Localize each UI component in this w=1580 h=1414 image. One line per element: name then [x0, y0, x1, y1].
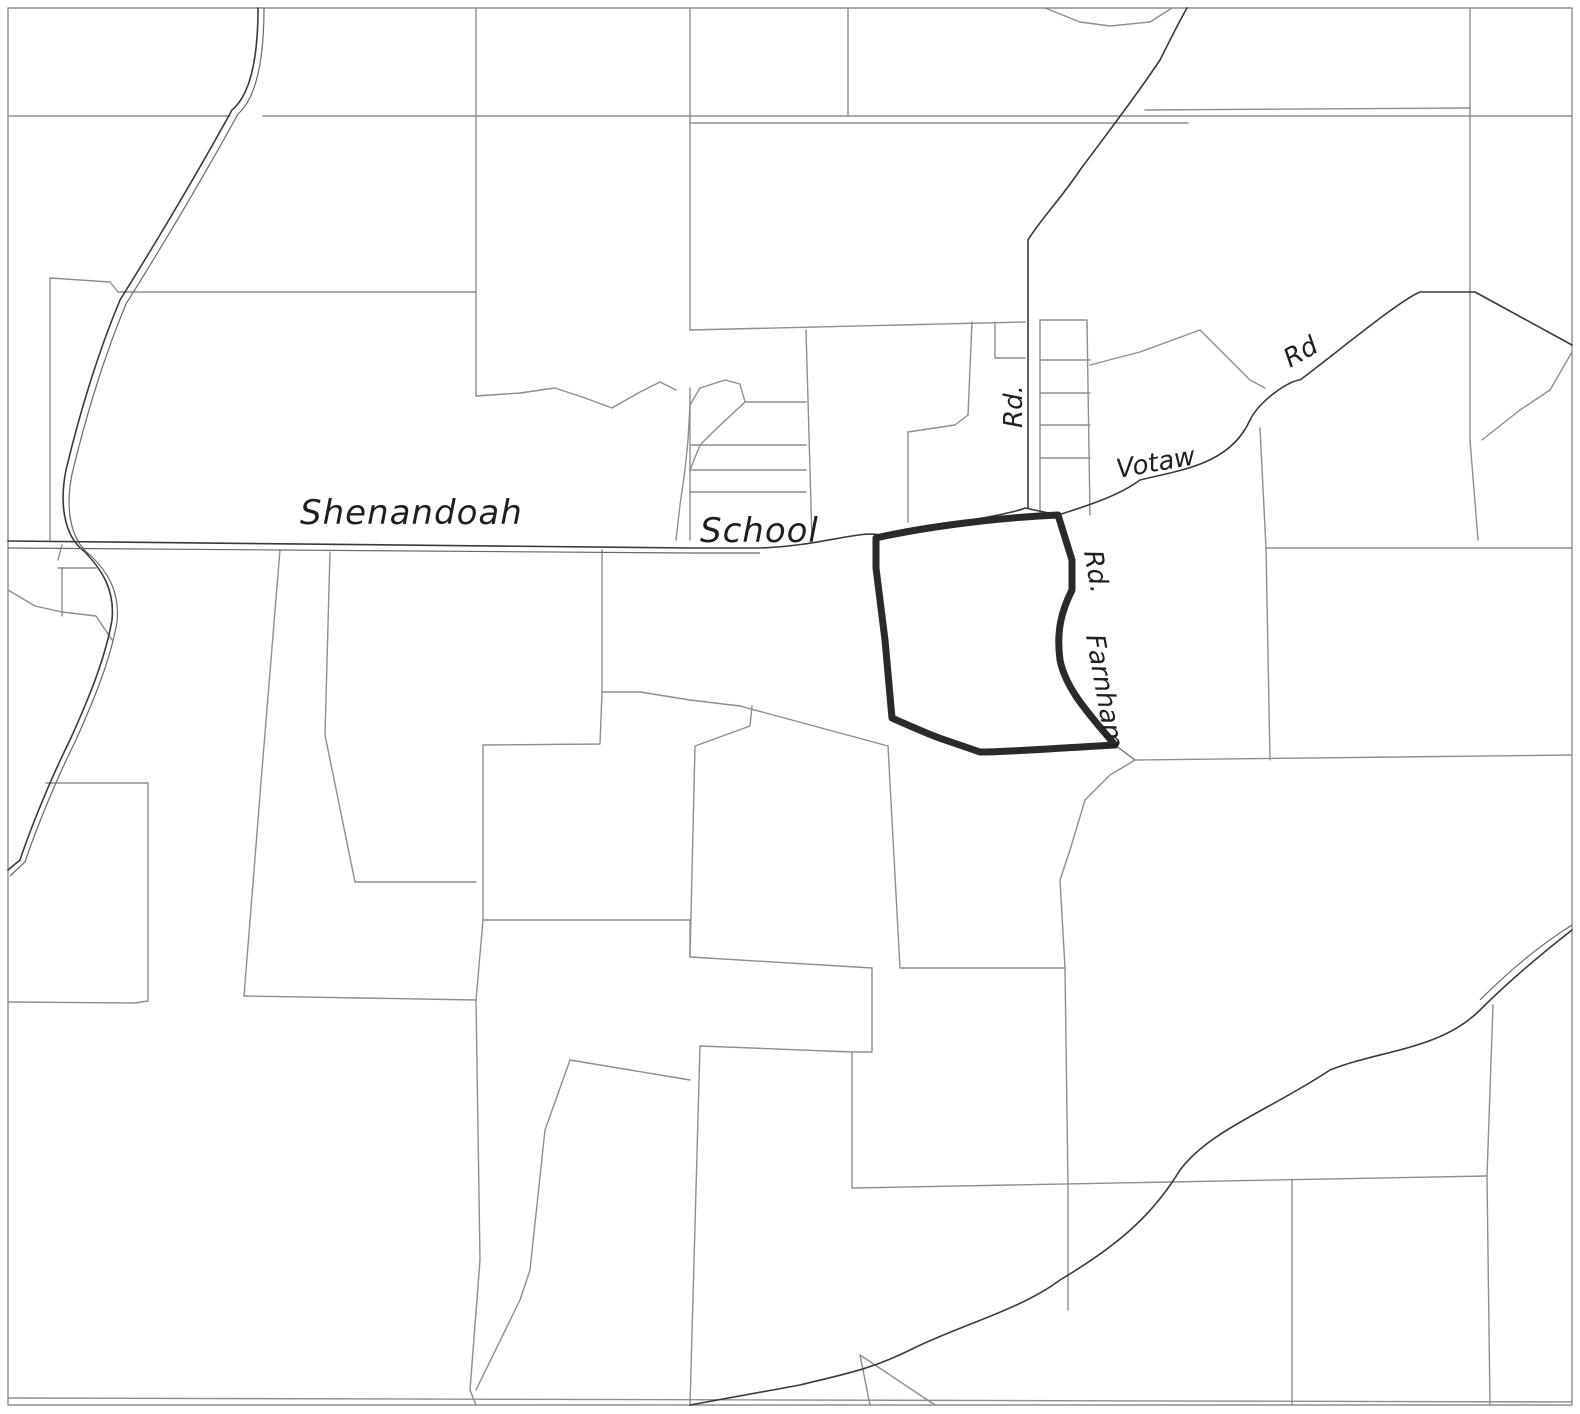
road-labels: Shenandoah School Rd. Votaw Rd Rd. Farnh…: [300, 331, 1324, 752]
label-rd-vertical: Rd.: [999, 385, 1029, 428]
label-rd-farnham: Rd.: [1077, 548, 1114, 595]
label-school: School: [700, 511, 819, 551]
parcel-boundaries: [7, 7, 1573, 1406]
roads: [7, 7, 1573, 1406]
highlighted-parcel: [872, 511, 1119, 756]
label-farnham: Farnham: [1079, 632, 1129, 751]
map-frame: [7, 7, 1573, 1406]
label-shenandoah: Shenandoah: [300, 493, 523, 533]
label-votaw: Votaw: [1114, 441, 1198, 484]
